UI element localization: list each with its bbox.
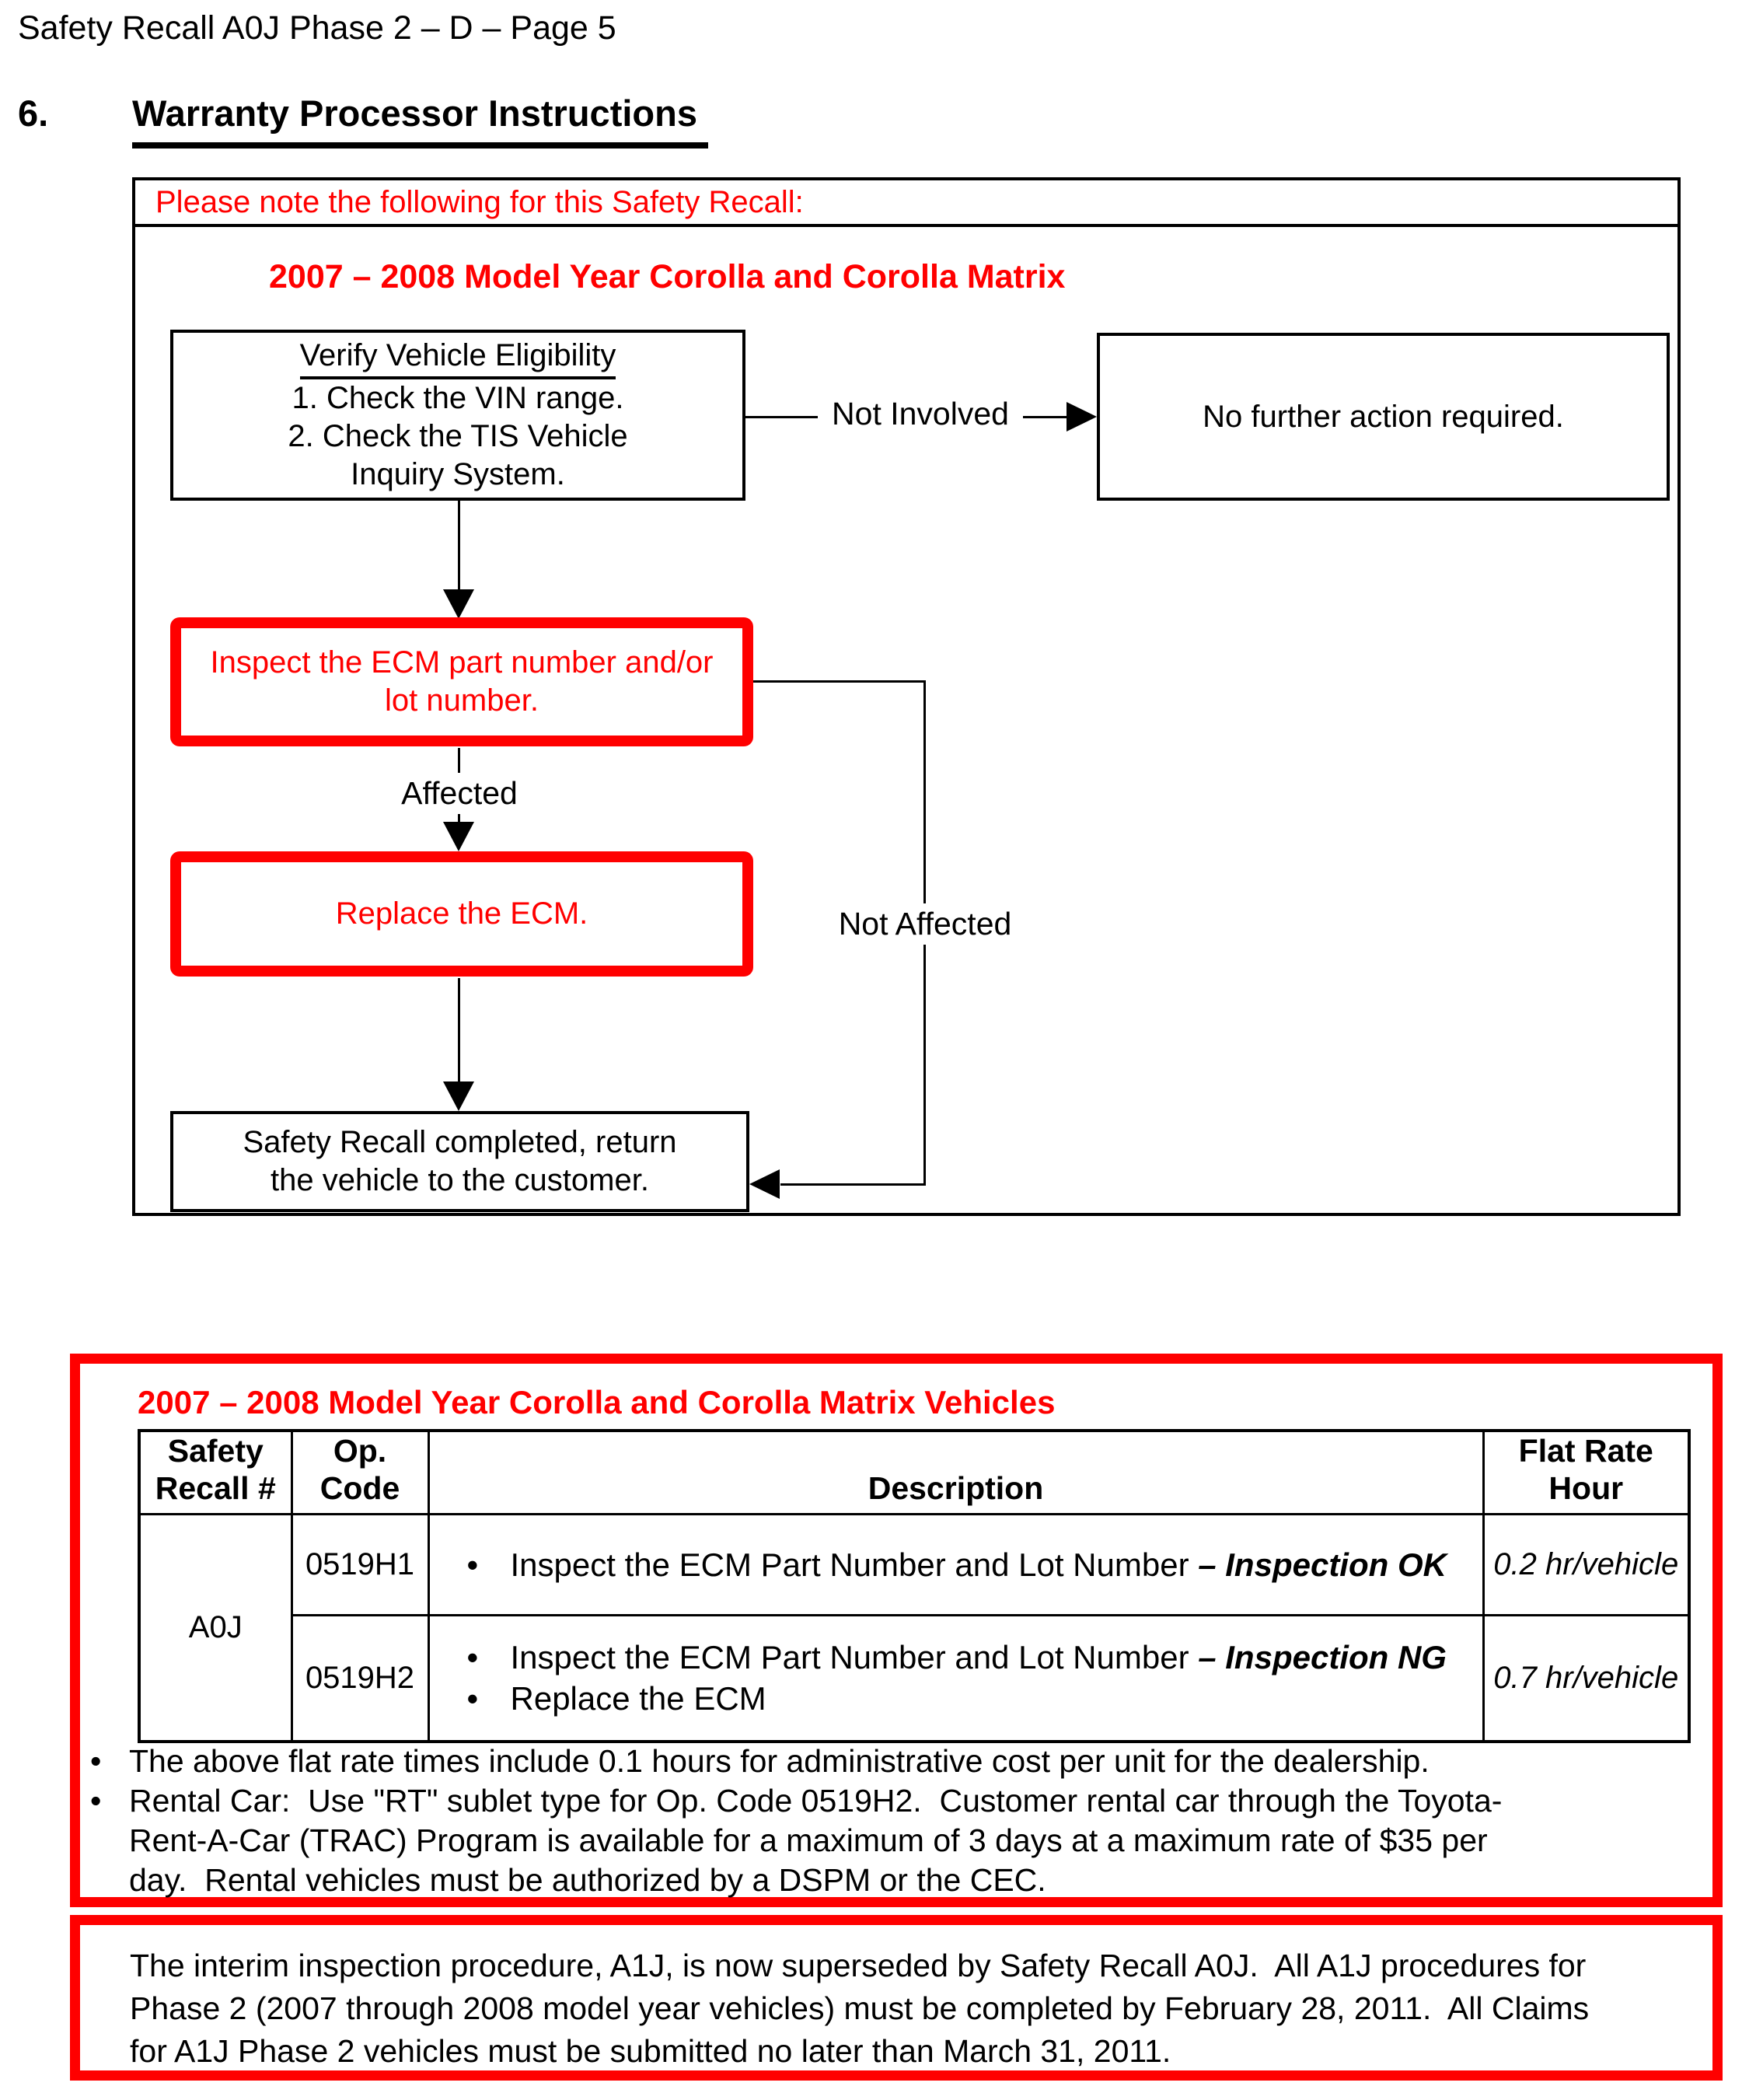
replace-ecm-box: Replace the ECM. bbox=[170, 851, 753, 977]
flat-rate-cell: 0.7 hr/vehicle bbox=[1482, 1614, 1691, 1742]
col-header-safety-recall: Safety Recall # bbox=[138, 1429, 293, 1515]
arrow-right-icon bbox=[1067, 402, 1097, 432]
op-code-cell: 0519H1 bbox=[290, 1513, 430, 1616]
description-cell: Inspect the ECM Part Number and Lot Numb… bbox=[427, 1614, 1485, 1742]
warranty-table: Safety Recall # Op. Code Description Fla… bbox=[138, 1429, 1691, 1743]
flat-rate-cell: 0.2 hr/vehicle bbox=[1482, 1513, 1691, 1616]
warranty-table-title: 2007 – 2008 Model Year Corolla and Corol… bbox=[138, 1384, 1056, 1420]
description-bullet: Inspect the ECM Part Number and Lot Numb… bbox=[449, 1637, 1475, 1678]
table-row: 0519H2 Inspect the ECM Part Number and L… bbox=[139, 1614, 1691, 1742]
col-header-description: Description bbox=[427, 1429, 1485, 1515]
inspect-ecm-box: Inspect the ECM part number and/or lot n… bbox=[170, 617, 753, 746]
not-involved-label: Not Involved bbox=[818, 393, 1023, 435]
not-affected-label: Not Affected bbox=[827, 903, 1023, 945]
col-header-op-code: Op. Code bbox=[290, 1429, 430, 1515]
connector-not-affected-top bbox=[753, 680, 926, 683]
section-number: 6. bbox=[18, 93, 49, 134]
table-row: A0J 0519H1 Inspect the ECM Part Number a… bbox=[138, 1513, 1691, 1742]
no-further-action-box: No further action required. bbox=[1097, 333, 1670, 501]
description-text: Inspect the ECM Part Number and Lot Numb… bbox=[510, 1546, 1199, 1583]
recall-completed-box: Safety Recall completed, return the vehi… bbox=[170, 1111, 749, 1212]
verify-eligibility-steps: 1. Check the VIN range. 2. Check the TIS… bbox=[288, 381, 628, 491]
warranty-section: 2007 – 2008 Model Year Corolla and Corol… bbox=[70, 1354, 1723, 1907]
section-title: Warranty Processor Instructions bbox=[132, 92, 708, 149]
flowchart-note: Please note the following for this Safet… bbox=[135, 180, 1677, 227]
flowchart: Please note the following for this Safet… bbox=[132, 177, 1681, 1216]
recall-id-cell: A0J bbox=[138, 1513, 293, 1742]
connector-replace-to-completed bbox=[458, 978, 460, 1084]
page-header: Safety Recall A0J Phase 2 – D – Page 5 bbox=[18, 9, 616, 47]
recall-completed-text: Safety Recall completed, return the vehi… bbox=[243, 1125, 677, 1197]
description-emphasis: – Inspection NG bbox=[1198, 1639, 1447, 1676]
warranty-notes: The above flat rate times include 0.1 ho… bbox=[80, 1742, 1700, 1900]
arrow-down-icon bbox=[443, 1081, 474, 1111]
description-cell: Inspect the ECM Part Number and Lot Numb… bbox=[427, 1513, 1485, 1616]
connector-verify-to-inspect bbox=[458, 501, 460, 591]
note-item: Rental Car: Use "RT" sublet type for Op.… bbox=[80, 1781, 1700, 1900]
no-further-action-text: No further action required. bbox=[1203, 399, 1564, 434]
verify-eligibility-box: Verify Vehicle Eligibility 1. Check the … bbox=[170, 330, 745, 501]
description-bullet: Inspect the ECM Part Number and Lot Numb… bbox=[449, 1544, 1475, 1585]
description-text: Inspect the ECM Part Number and Lot Numb… bbox=[510, 1639, 1199, 1676]
flowchart-title: 2007 – 2008 Model Year Corolla and Corol… bbox=[269, 258, 1066, 295]
inspect-ecm-text: Inspect the ECM part number and/or lot n… bbox=[210, 645, 714, 718]
description-emphasis: – Inspection OK bbox=[1198, 1546, 1447, 1583]
arrow-down-icon bbox=[443, 589, 474, 619]
interim-notice-text: The interim inspection procedure, A1J, i… bbox=[130, 1948, 1590, 2069]
description-bullet: Replace the ECM bbox=[449, 1678, 1475, 1719]
interim-notice-box: The interim inspection procedure, A1J, i… bbox=[70, 1915, 1723, 2081]
col-header-flat-rate: Flat Rate Hour bbox=[1482, 1429, 1691, 1515]
verify-eligibility-title: Verify Vehicle Eligibility bbox=[299, 337, 616, 379]
arrow-down-icon bbox=[443, 822, 474, 851]
connector-not-affected-bottom bbox=[780, 1183, 926, 1186]
note-item: The above flat rate times include 0.1 ho… bbox=[80, 1742, 1700, 1781]
arrow-left-icon bbox=[749, 1169, 780, 1199]
affected-label: Affected bbox=[378, 773, 541, 814]
op-code-cell: 0519H2 bbox=[290, 1614, 430, 1742]
replace-ecm-text: Replace the ECM. bbox=[335, 896, 588, 931]
description-text: Replace the ECM bbox=[510, 1680, 766, 1717]
